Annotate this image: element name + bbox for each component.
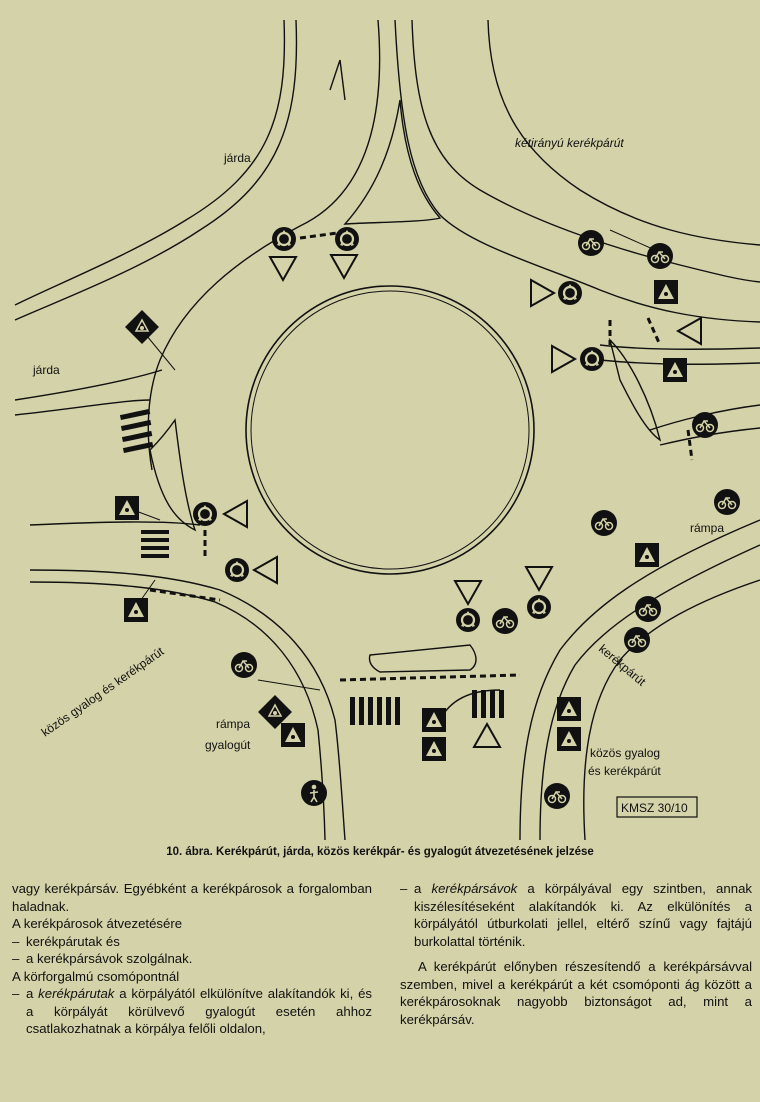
paragraph: A kerékpárút előnyben részesítendő a ker… [400,959,752,1027]
list-item: –a kerékpársávok szolgálnak. [12,950,372,968]
list-item: –a kerékpárutak a körpályától elkülönítv… [12,986,372,1036]
text-column-left: vagy kerékpársáv. Egyébként a kerékpáros… [12,880,372,1038]
list-item-text: a [414,881,432,896]
list-item-text: a körpályától elkülönítve alakítandók ki… [26,986,372,1036]
list-item-text: kerékpárutak és [26,933,120,949]
list-item: –kerékpárutak és [12,933,372,951]
label-jarda-top: járda [223,151,251,165]
figure-caption: 10. ábra. Kerékpárút, járda, közös kerék… [166,846,594,858]
list-item-text: a körpályával egy szintben, annak kiszél… [414,881,752,949]
label-rampa-left: rámpa [216,717,250,731]
label-gyalogut: gyalogút [205,738,251,752]
label-kozos-right-1: közös gyalog [590,746,660,760]
list-item: –a kerékpársávok a körpályával egy szint… [400,881,752,949]
paragraph: A kerékpárosok átvezetésére [12,916,183,931]
central-island [245,285,535,575]
splitter-islands [149,59,662,673]
emphasis: kerékpársávok [431,881,518,896]
list-item-text: a kerékpársávok szolgálnak. [26,951,193,966]
stamp-box [616,796,698,818]
list-item-text: a [26,986,39,1001]
text-column-right: –a kerékpársávok a körpályával egy szint… [400,880,752,1028]
label-jarda-left: járda [32,363,60,377]
zebra-crossings [119,408,504,725]
paragraph: vagy kerékpársáv. Egyébként a kerékpáros… [12,881,372,914]
label-rampa-right: rámpa [690,521,724,535]
label-kozos-right-2: és kerékpárút [588,764,661,778]
central-island-inner [250,290,530,570]
label-stamp: KMSZ 30/10 [621,801,688,815]
label-kozos-left: közös gyalog és kerékpárút [39,644,167,740]
emphasis: kerékpárutak [38,986,115,1001]
roundabout-figure: járda kétirányú kerékpárút járda rámpa k… [14,19,760,840]
traffic-signs [115,225,741,810]
road-edges [14,19,760,840]
paragraph: A körforgalmú csomópontnál [12,968,180,984]
bike-crossing-markings [149,230,694,682]
label-ketiranyu-kerekparut: kétirányú kerékpárút [515,136,624,150]
